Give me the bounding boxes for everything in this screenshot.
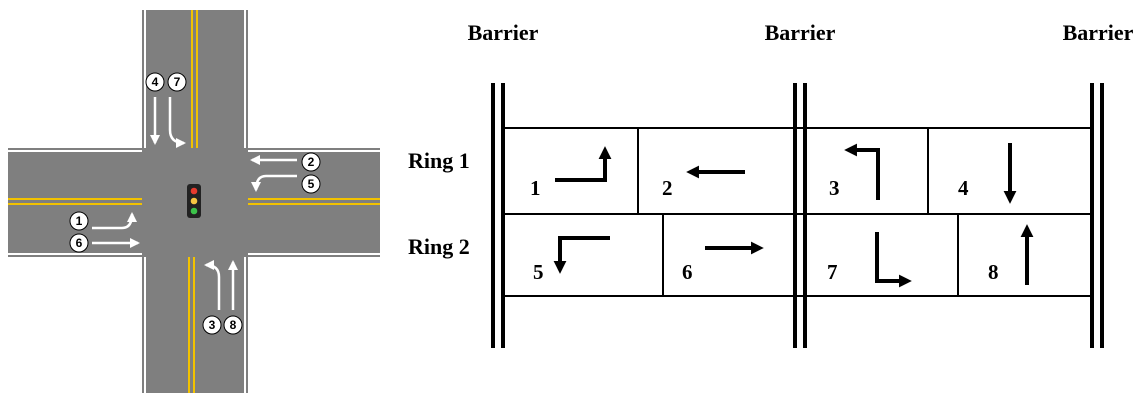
phase-dividers [637,128,959,296]
edge-lines [8,10,380,393]
west-turn-arrow-icon [92,212,137,230]
ring2-phase-8: 8 [988,224,1034,285]
phase-badge-2 [301,152,321,172]
south-approach: 3 8 [202,260,243,335]
east-turn-arrow-icon [251,174,297,192]
arrow-down-then-left-icon [844,143,880,200]
west-approach: 1 6 [69,211,140,253]
ring1-phase-3: 3 [829,143,880,200]
phase-badge-1 [69,211,89,231]
phase-badge-8-label: 8 [230,318,237,332]
phase-number: 1 [530,176,541,200]
phase-number: 3 [829,176,840,200]
phase-badge-6-label: 6 [76,236,83,250]
phase-badge-1-label: 1 [76,214,83,228]
ring2-phase-5: 5 [533,236,610,284]
phase-number: 8 [988,260,999,284]
phase-number: 6 [682,260,693,284]
phase-number: 2 [662,176,673,200]
north-turn-arrow-icon [168,97,186,148]
intersection-map: 4 7 2 5 1 6 3 8 [8,10,380,393]
phase-badge-6 [69,233,89,253]
phase-badge-5 [301,174,321,194]
ring2-phase-6: 6 [682,241,764,284]
barrier-label-left: Barrier [468,20,539,45]
south-turn-arrow-icon [204,260,221,310]
phase-badge-8 [223,315,243,335]
arrow-down-then-right-icon [875,232,912,288]
barrier-label-middle: Barrier [765,20,836,45]
phase-badge-7 [167,72,187,92]
barrier-label-right: Barrier [1063,20,1134,45]
phase-number: 5 [533,260,544,284]
arrow-left-then-down-icon [553,236,610,274]
ring1-phase-1: 1 [530,146,612,200]
north-approach: 4 7 [145,72,187,148]
ring-label-2: Ring 2 [408,234,470,259]
phase-badge-3 [202,315,222,335]
phase-badge-3-label: 3 [209,318,216,332]
phase-number: 7 [827,260,838,284]
phase-badge-2-label: 2 [308,155,315,169]
phase-badge-5-label: 5 [308,177,315,191]
phase-badge-4-label: 4 [152,75,159,89]
ring1-phase-4: 4 [958,143,1017,204]
ring-barrier-diagram: Barrier Barrier Barrier Ring 1 Ring 2 [408,20,1134,348]
phase-badge-4 [145,72,165,92]
center-lines [8,10,380,393]
barrier-lines [491,83,1104,348]
arrow-right-then-up-icon [555,146,612,182]
ring2-phase-7: 7 [827,232,912,288]
ring-label-1: Ring 1 [408,148,470,173]
ring1-phase-2: 2 [662,165,745,200]
east-approach: 2 5 [250,152,321,194]
phase-number: 4 [958,176,969,200]
traffic-light-icon [187,184,201,218]
phase-badge-7-label: 7 [174,75,181,89]
